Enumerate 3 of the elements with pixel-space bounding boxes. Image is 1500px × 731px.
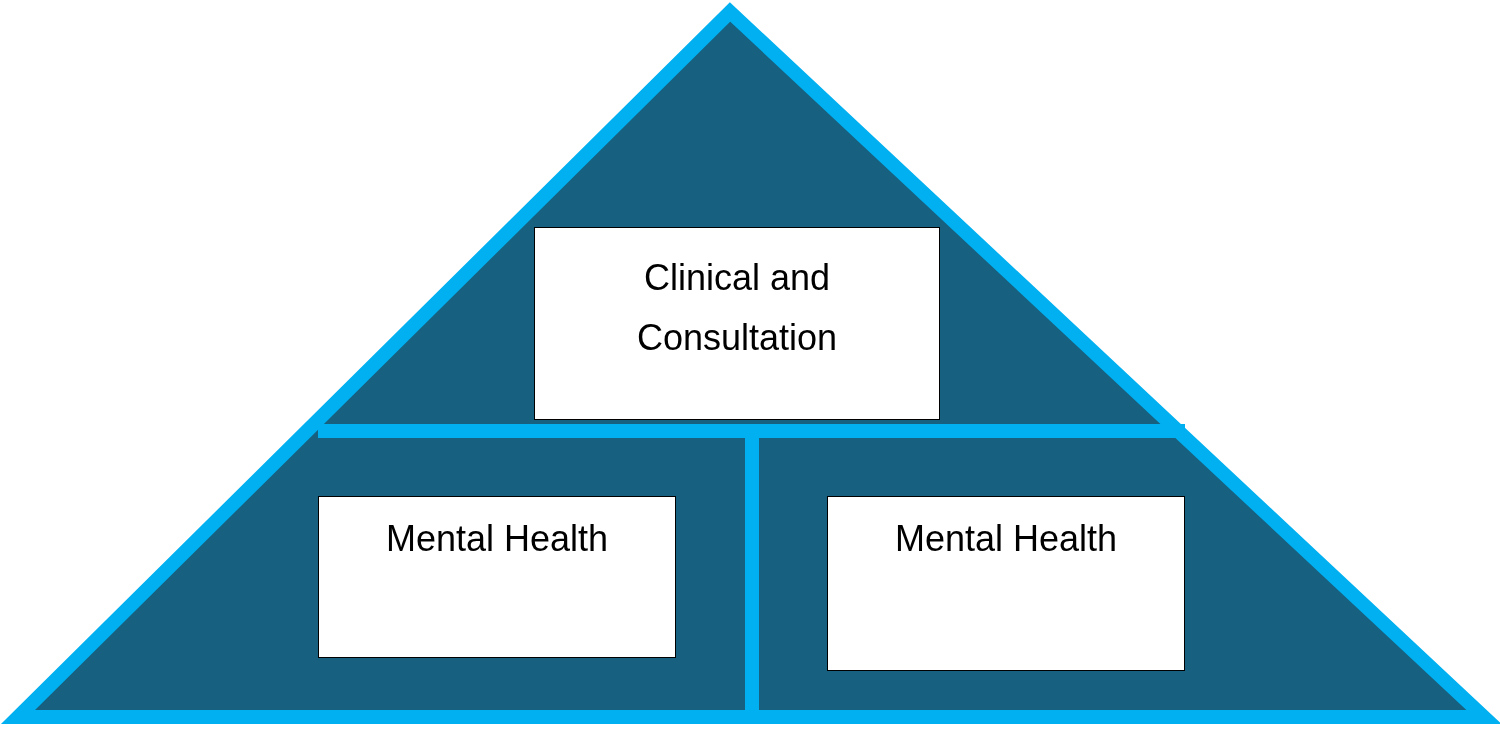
section-label-box: Mental Health [827,496,1185,671]
section-label-box: Clinical and Consultation [534,227,940,420]
section-label-box: Mental Health [318,496,676,658]
